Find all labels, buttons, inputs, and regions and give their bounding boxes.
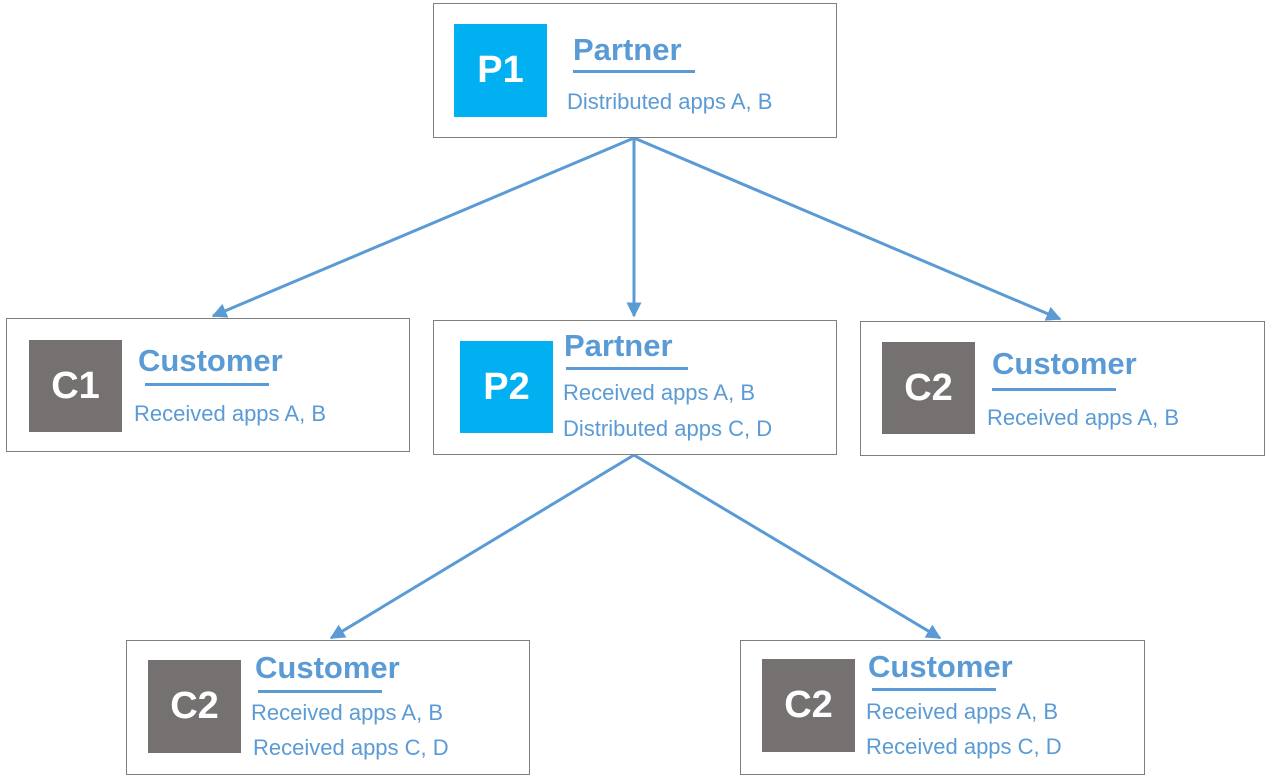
customer-badge: C1 (29, 340, 122, 432)
partner-badge: P1 (454, 24, 547, 117)
node-detail-line: Received apps C, D (253, 735, 449, 760)
edge-p1-to-c1 (211, 136, 635, 318)
node-title: Customer (138, 343, 283, 378)
node-detail-line: Received apps A, B (251, 700, 444, 725)
title-underline (566, 367, 688, 370)
node-detail-line: Distributed apps C, D (563, 416, 773, 441)
customer-badge: C2 (882, 342, 975, 434)
title-underline (992, 388, 1116, 391)
node-title: Partner (573, 32, 682, 67)
customer-badge: C2 (148, 660, 241, 753)
edge-p1-to-c2a (633, 136, 1062, 321)
node-detail-line: Received apps A, B (563, 380, 756, 405)
title-underline (145, 383, 269, 386)
node-title: Customer (868, 649, 1013, 684)
node-detail-line: Received apps A, B (987, 405, 1180, 430)
node-title: Partner (564, 328, 673, 363)
customer-badge: C2 (762, 659, 855, 752)
edge-p2-to-c2b (329, 453, 635, 640)
node-detail-line: Received apps A, B (866, 699, 1059, 724)
title-underline (872, 688, 996, 691)
node-title: Customer (255, 650, 400, 685)
node-title: Customer (992, 346, 1137, 381)
edge-p2-to-c2c (633, 453, 942, 640)
title-underline (573, 70, 695, 73)
node-detail-line: Distributed apps A, B (567, 89, 773, 114)
title-underline (258, 690, 382, 693)
node-detail-line: Received apps A, B (134, 401, 327, 426)
partner-badge: P2 (460, 341, 553, 433)
node-detail-line: Received apps C, D (866, 734, 1062, 759)
